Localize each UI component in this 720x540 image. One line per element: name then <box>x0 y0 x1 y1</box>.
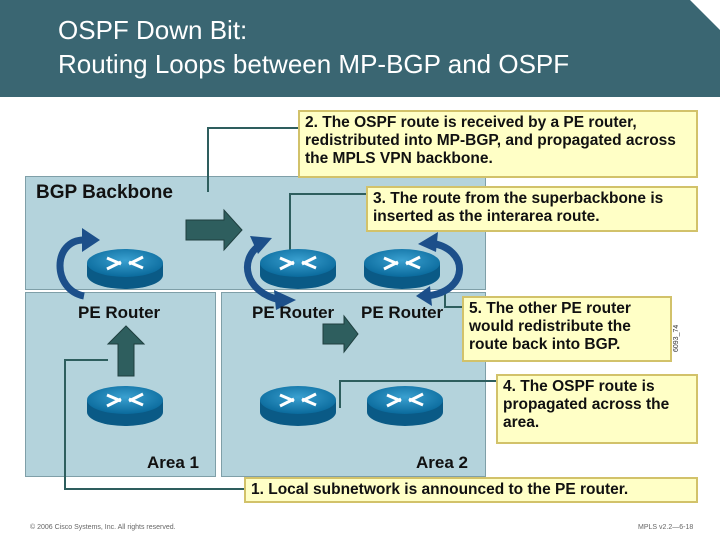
slide-title-line1: OSPF Down Bit: <box>58 15 248 45</box>
loop-arrow <box>56 236 86 300</box>
pe-router-label: PE Router <box>252 303 335 322</box>
bgp-backbone-label: BGP Backbone <box>36 182 173 203</box>
callout-step1: 1. Local subnetwork is announced to the … <box>244 477 698 503</box>
loop-arrowhead <box>418 232 438 252</box>
router-icon <box>87 249 163 289</box>
footer-course: MPLS v2.2—6-18 <box>638 524 694 531</box>
corner-decoration <box>690 0 720 30</box>
connector-lines <box>64 127 496 490</box>
area1-label: Area 1 <box>147 453 199 472</box>
figure-id: 6093_74 <box>673 324 680 352</box>
callout-step5: 5. The other PE router would redistribut… <box>462 296 672 362</box>
footer-copyright: © 2006 Cisco Systems, Inc. All rights re… <box>30 524 176 531</box>
router-icon <box>260 249 336 289</box>
callout-step4: 4. The OSPF route is propagated across t… <box>496 374 698 444</box>
area1-region <box>25 292 216 477</box>
pe-router-label: PE Router <box>78 303 161 322</box>
loop-arrow <box>243 242 281 304</box>
callout-step2: 2. The OSPF route is received by a PE ro… <box>298 110 698 178</box>
loop-arrowhead <box>250 236 272 254</box>
callout-step3: 3. The route from the superbackbone is i… <box>366 186 698 232</box>
flow-arrows <box>106 208 359 377</box>
loop-arrowhead <box>274 290 296 310</box>
area2-label: Area 2 <box>416 453 468 472</box>
loop-arrow <box>425 239 463 300</box>
pe-router-label: PE Router <box>361 303 444 322</box>
router-icon <box>364 249 440 289</box>
loop-arrowhead <box>82 228 100 252</box>
router-icon <box>260 386 336 426</box>
router-icon <box>367 386 443 426</box>
area2-region <box>221 292 486 477</box>
loop-arrowhead <box>416 286 432 306</box>
title-bar: OSPF Down Bit: Routing Loops between MP-… <box>0 0 720 97</box>
router-icon <box>87 386 163 426</box>
slide-title-line2: Routing Loops between MP-BGP and OSPF <box>58 49 570 79</box>
